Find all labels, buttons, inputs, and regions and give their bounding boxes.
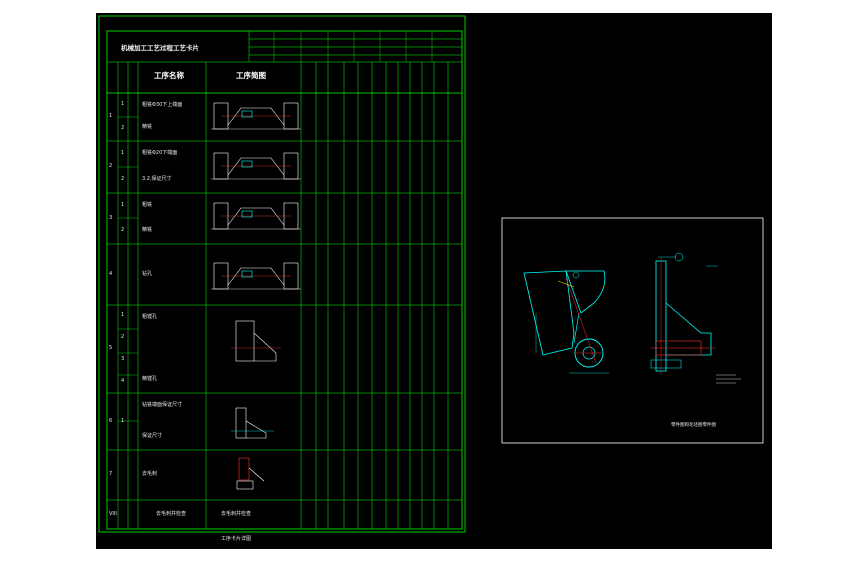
step-text-primary: 粗铣Φ30下上端面 xyxy=(142,102,183,108)
step-text-primary: 钻孔 xyxy=(142,270,153,277)
cad-canvas: 机械加工工艺过程工艺卡片 工序名称 工序简图 1 1 2 粗铣Φ30下上端面精铣 2 1 2… xyxy=(96,13,772,549)
step-text-primary: 去毛刺并检查 xyxy=(156,510,187,517)
step-number: 2 xyxy=(109,163,113,169)
header-grid xyxy=(249,31,462,62)
step-text-primary: 钻铣端面保证尺寸 xyxy=(142,402,183,408)
step-number: 3 xyxy=(109,214,113,221)
step-text-primary: 粗镗孔 xyxy=(142,314,158,320)
sub-step-number: 4 xyxy=(121,378,125,384)
step-number: 1 xyxy=(109,113,113,119)
step-number: 6 xyxy=(109,417,113,424)
card-title: 机械加工工艺过程工艺卡片 xyxy=(121,44,199,52)
part-drawing-caption: 零件图和毛坯图零件图 xyxy=(671,423,716,428)
step-number: VIII xyxy=(109,510,117,517)
sub-step-number: 2 xyxy=(121,125,125,131)
sub-step-number: 1 xyxy=(121,150,125,156)
step-text-primary: 粗铣Φ20下端面 xyxy=(142,150,178,156)
process-sketches xyxy=(211,102,301,490)
sub-step-number: 1 xyxy=(121,101,125,107)
card-outer-frame xyxy=(98,15,466,533)
sub-step-number: 2 xyxy=(121,227,125,234)
step-text-primary: 粗铣 xyxy=(142,202,153,208)
footer-caption: 工序卡片详图 xyxy=(221,536,252,542)
part-drawing xyxy=(523,252,741,384)
step-text-secondary: 保证尺寸 xyxy=(142,433,163,439)
column-header-process-name: 工序名称 xyxy=(154,71,184,80)
step-number: 7 xyxy=(109,471,113,477)
sub-step-number: 1 xyxy=(121,417,125,424)
sub-step-number: 1 xyxy=(121,312,125,318)
step-number: 5 xyxy=(109,345,113,351)
step-number: 4 xyxy=(109,270,113,277)
step-text-primary: 去毛刺 xyxy=(142,471,158,477)
step-text-sketch-col: 去毛刺并检查 xyxy=(221,510,252,517)
row-grid xyxy=(107,92,462,501)
step-text-secondary: 3.2,保证尺寸 xyxy=(142,176,172,182)
sub-step-number: 3 xyxy=(121,356,125,362)
column-grid xyxy=(117,62,449,529)
step-text-secondary: 精镗孔 xyxy=(142,376,158,382)
column-header-process-sketch: 工序简图 xyxy=(236,71,266,80)
sub-step-number: 2 xyxy=(121,334,125,340)
step-text-secondary: 精铣 xyxy=(142,124,153,130)
cad-drawing xyxy=(98,15,764,533)
part-drawing-frame xyxy=(501,217,764,444)
step-text-secondary: 精铣 xyxy=(142,227,153,233)
sub-step-number: 1 xyxy=(121,201,125,208)
sub-step-number: 2 xyxy=(121,176,125,182)
card-inner-frame xyxy=(106,30,463,530)
